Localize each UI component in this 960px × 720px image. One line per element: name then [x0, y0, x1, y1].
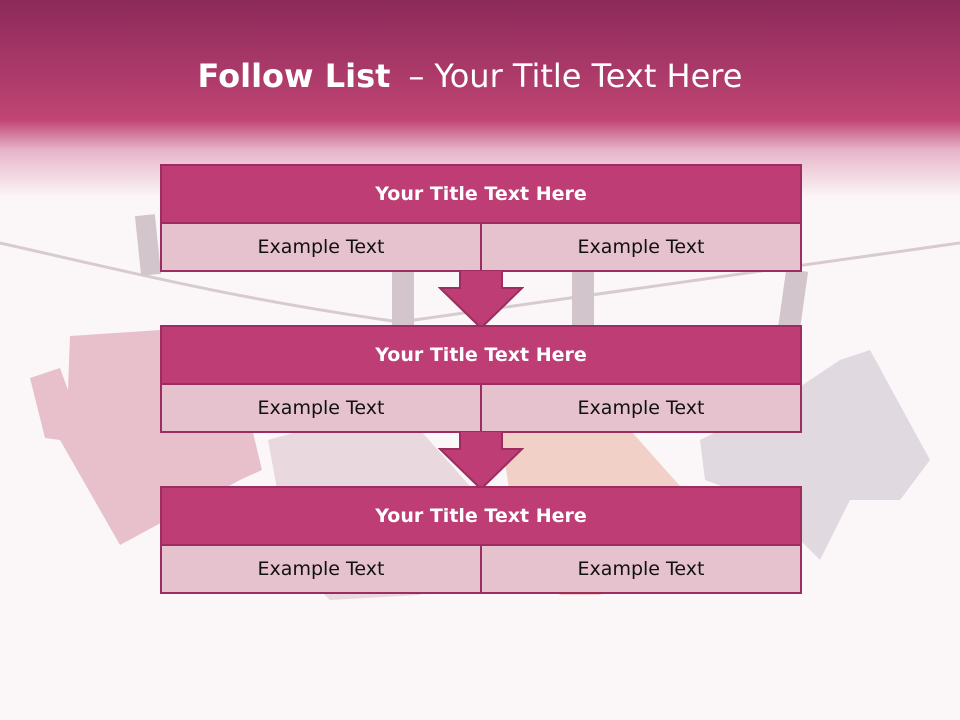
- title-main: Follow List: [197, 57, 391, 95]
- step-box-3: Your Title Text Here Example Text Exampl…: [160, 486, 802, 594]
- step-box-1: Your Title Text Here Example Text Exampl…: [160, 164, 802, 272]
- down-arrow-icon: [438, 431, 524, 491]
- step-cell-right: Example Text: [480, 383, 802, 433]
- step-heading: Your Title Text Here: [160, 486, 802, 546]
- step-heading: Your Title Text Here: [160, 164, 802, 224]
- step-box-2: Your Title Text Here Example Text Exampl…: [160, 325, 802, 433]
- step-heading: Your Title Text Here: [160, 325, 802, 385]
- step-cell-left: Example Text: [160, 383, 482, 433]
- step-cell-left: Example Text: [160, 222, 482, 272]
- title-sub: Your Title Text Here: [434, 57, 743, 95]
- step-cell-right: Example Text: [480, 544, 802, 594]
- down-arrow-icon: [438, 270, 524, 330]
- title-dash: –: [408, 57, 425, 95]
- step-cell-left: Example Text: [160, 544, 482, 594]
- slide-title: Follow List–Your Title Text Here: [0, 52, 940, 100]
- step-cell-right: Example Text: [480, 222, 802, 272]
